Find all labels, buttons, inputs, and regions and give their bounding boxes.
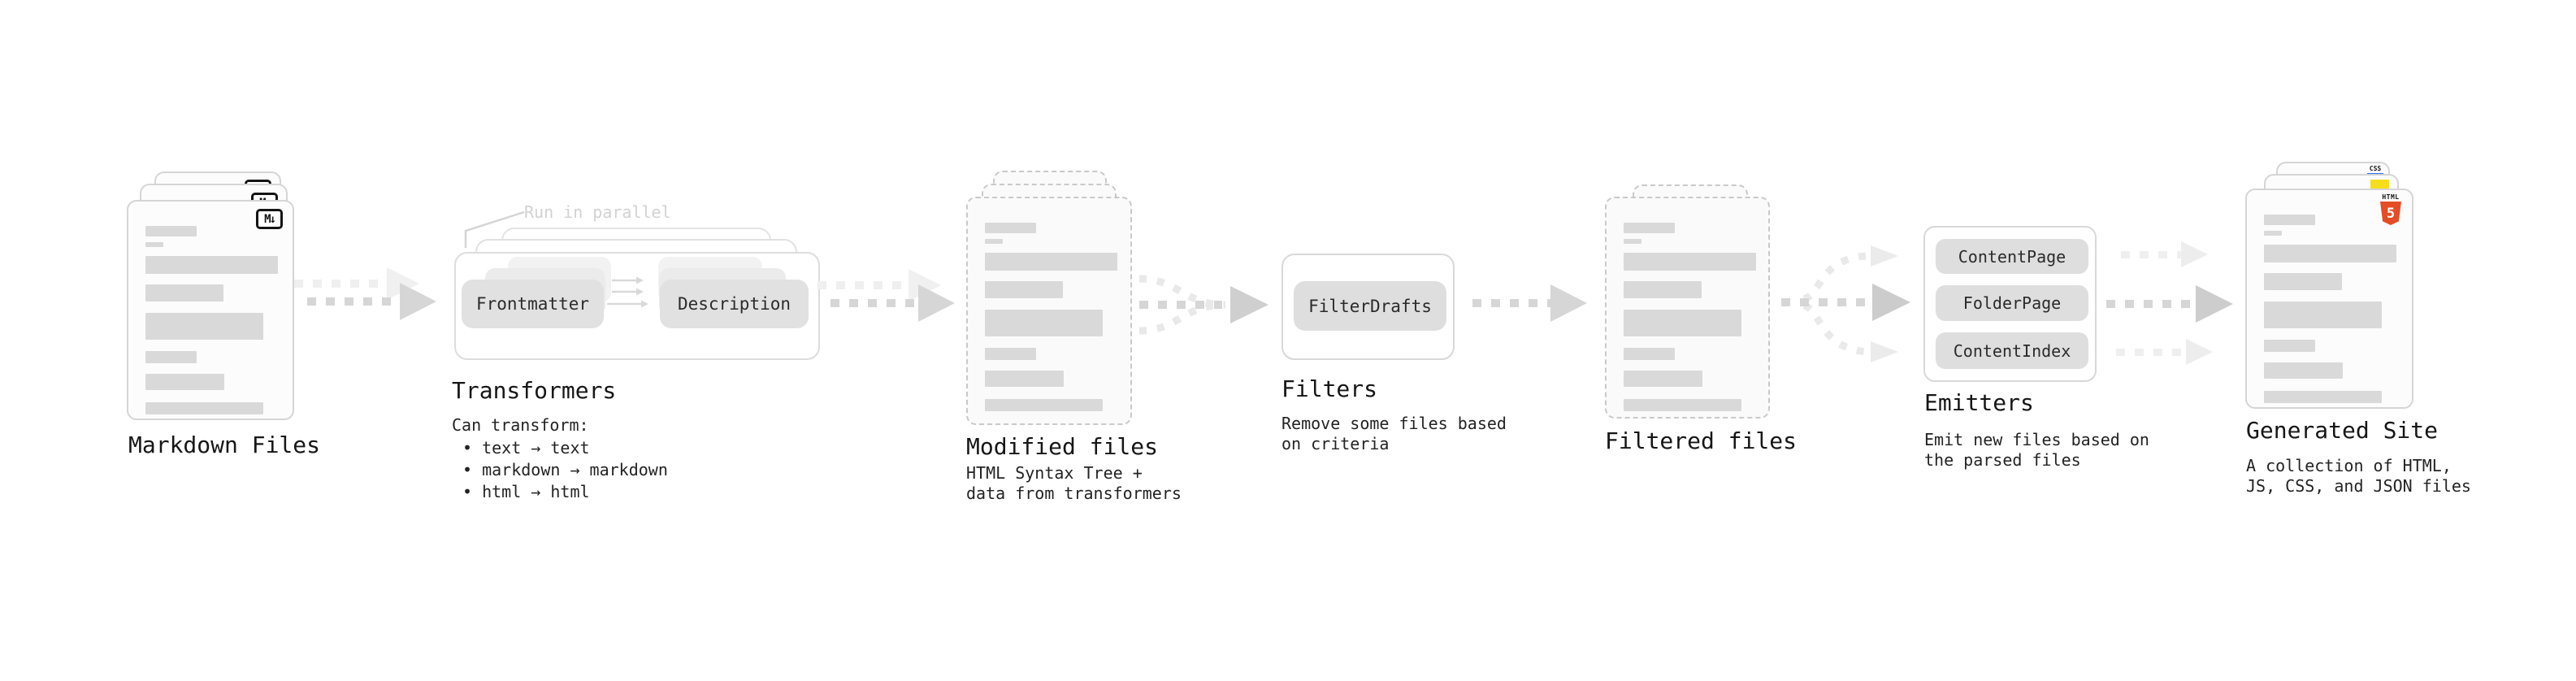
bullet-item: • html → html xyxy=(462,482,590,501)
filtered-files-title: Filtered files xyxy=(1605,427,1798,454)
css-icon-label: CSS xyxy=(2369,165,2382,172)
emitters-box: ContentPage FolderPage ContentIndex xyxy=(1923,226,2097,382)
arrow-merge-to-filters xyxy=(1138,275,1268,335)
description-pill: Description xyxy=(660,280,809,328)
filters-box: FilterDrafts xyxy=(1281,254,1455,360)
html5-icon-shield: 5 xyxy=(2380,202,2401,225)
markdown-icon: M↓ xyxy=(256,209,283,229)
parallel-arrows-icon xyxy=(607,276,648,308)
transformers-title: Transformers xyxy=(452,377,617,404)
arrow-shaft-echo xyxy=(817,281,909,289)
transformers-bullet-list: • text → text • markdown → markdown • ht… xyxy=(452,437,668,503)
html5-icon-label: HTML xyxy=(2382,193,2400,201)
arrow-head xyxy=(2196,285,2233,323)
bullet-item: • markdown → markdown xyxy=(462,460,668,479)
site-file-card-html: HTML 5 xyxy=(2245,189,2413,409)
arrow-shaft xyxy=(2121,251,2181,258)
run-in-parallel-note: Run in parallel xyxy=(524,202,671,222)
file-text-lines xyxy=(145,202,278,414)
folderpage-pill: FolderPage xyxy=(1936,285,2088,321)
note-connector-line xyxy=(464,210,525,248)
filtered-file-card-front xyxy=(1605,197,1770,419)
arrow-head xyxy=(1550,284,1587,322)
arrow-head-top xyxy=(1871,245,1898,267)
markdown-file-card-front: M↓ xyxy=(127,200,294,420)
arrow-head-bottom xyxy=(1871,341,1898,362)
arrow-head-middle xyxy=(1872,284,1910,321)
transformers-desc-heading: Can transform: xyxy=(452,415,589,435)
arrow-head xyxy=(2186,339,2213,365)
js-icon xyxy=(2370,180,2389,190)
emitters-title: Emitters xyxy=(1924,389,2034,416)
arrow-shaft xyxy=(307,297,400,306)
arrow-shaft xyxy=(1472,299,1550,307)
desc-line: JS, CSS, and JSON files xyxy=(2246,476,2471,496)
desc-line: HTML Syntax Tree + xyxy=(966,463,1143,483)
modified-files-desc: HTML Syntax Tree + data from transformer… xyxy=(966,463,1182,504)
filters-desc: Remove some files based on criteria xyxy=(1281,414,1507,454)
arrow-shaft-echo xyxy=(294,280,387,288)
arrow-head xyxy=(400,283,436,320)
html5-icon: HTML 5 xyxy=(2379,193,2402,225)
bullet-item: • text → text xyxy=(462,438,590,458)
arrow-shaft xyxy=(2116,349,2186,356)
file-text-lines xyxy=(2264,190,2396,403)
file-text-lines xyxy=(1624,198,1756,411)
desc-line: the parsed files xyxy=(1924,450,2081,470)
filters-title: Filters xyxy=(1281,375,1378,402)
desc-line: Remove some files based xyxy=(1281,414,1507,433)
generated-site-desc: A collection of HTML, JS, CSS, and JSON … xyxy=(2246,456,2471,497)
html5-icon-number: 5 xyxy=(2386,205,2396,222)
contentindex-pill: ContentIndex xyxy=(1936,332,2088,369)
desc-line: on criteria xyxy=(1281,434,1390,453)
arrow-head xyxy=(1230,286,1268,323)
arrow-head xyxy=(918,284,955,322)
arrow-fanout-to-emitters xyxy=(1781,245,1910,362)
modified-file-card-front xyxy=(966,197,1132,425)
filterdrafts-pill: FilterDrafts xyxy=(1294,281,1446,331)
arrow-shaft xyxy=(830,299,918,307)
file-text-lines xyxy=(985,198,1117,411)
desc-line: A collection of HTML, xyxy=(2246,456,2452,475)
frontmatter-pill: Frontmatter xyxy=(462,280,604,328)
arrow-shaft xyxy=(2106,300,2196,308)
arrow-head xyxy=(2181,241,2208,267)
markdown-files-title: Markdown Files xyxy=(128,432,321,458)
desc-line: Emit new files based on xyxy=(1924,430,2149,449)
generated-site-title: Generated Site xyxy=(2246,417,2439,444)
desc-line: data from transformers xyxy=(966,484,1182,503)
emitters-desc: Emit new files based on the parsed files xyxy=(1924,430,2149,471)
contentpage-pill: ContentPage xyxy=(1936,239,2088,274)
modified-files-title: Modified files xyxy=(966,433,1159,460)
